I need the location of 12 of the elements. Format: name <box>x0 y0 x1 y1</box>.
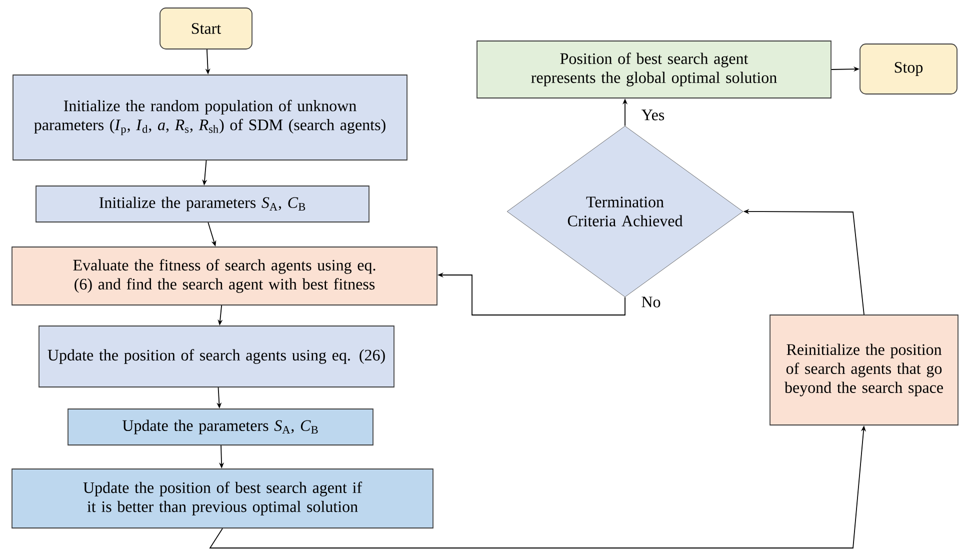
process-box: Update the parameters S$_{A}$, C$_{B}$ <box>68 408 374 446</box>
terminal-box: Stop <box>860 44 958 94</box>
process-box: Reinitialize the position of search agents that go beyond the search space <box>770 314 958 426</box>
process-box: Position of best search agent represents the global optimal solution <box>476 40 832 98</box>
process-box: Evaluate the fitness of search agents using eq. (6) and find the search agent with best fitness <box>12 246 438 306</box>
terminal-box: Start <box>160 8 252 50</box>
edge-label: Yes <box>640 108 666 122</box>
process-box: Initialize the random population of unknown parameters (I$_{p}$, I$_{d}$, a, R$_{s}$, R$_{sh}$) of SDM (search agents) <box>12 74 408 160</box>
edge-label: No <box>640 296 662 308</box>
process-box: Initialize the parameters S$_{A}$, C$_{B}$ <box>36 186 370 222</box>
process-box: Update the position of search agents using eq. (26) <box>38 326 394 388</box>
process-box: Update the position of best search agent if it is better than previous optimal solution <box>12 468 434 528</box>
